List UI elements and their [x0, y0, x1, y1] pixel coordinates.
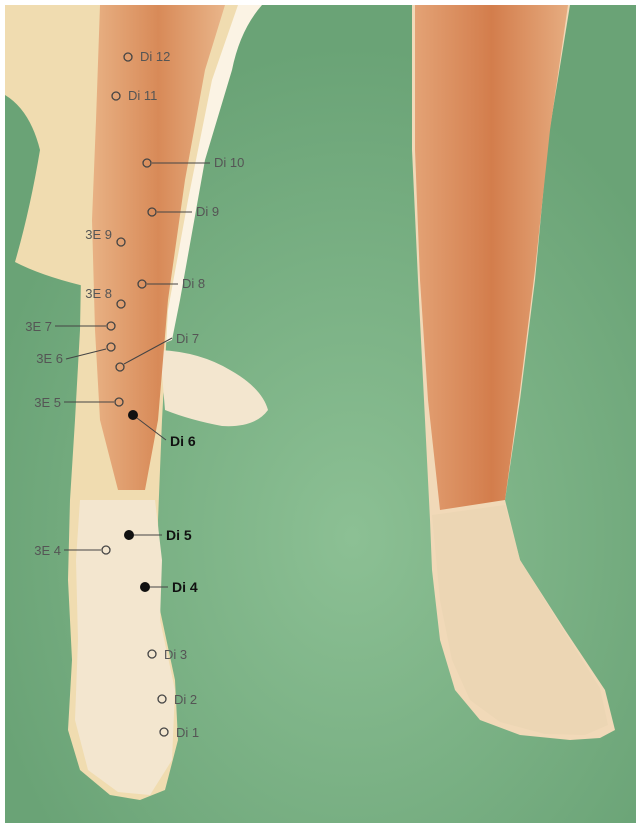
acupoint-marker-di6: [129, 411, 138, 420]
acupoint-label-di8: Di 8: [182, 276, 205, 291]
acupoint-label-3e4: 3E 4: [34, 543, 61, 558]
acupoint-label-3e5: 3E 5: [34, 395, 61, 410]
acupoint-label-di6: Di 6: [170, 433, 196, 449]
acupoint-label-di1: Di 1: [176, 725, 199, 740]
acupoint-label-di9: Di 9: [196, 204, 219, 219]
acupoint-label-3e7: 3E 7: [25, 319, 52, 334]
acupoint-label-3e9: 3E 9: [85, 227, 112, 242]
acupoint-label-di2: Di 2: [174, 692, 197, 707]
acupoint-label-3e8: 3E 8: [85, 286, 112, 301]
left-forepaw: [75, 500, 175, 795]
acupoint-label-di11: Di 11: [128, 88, 157, 103]
acupoint-label-3e6: 3E 6: [36, 351, 63, 366]
acupoint-label-di3: Di 3: [164, 647, 187, 662]
acupoint-label-di12: Di 12: [140, 49, 170, 64]
acupoint-label-di7: Di 7: [176, 331, 199, 346]
acupoint-label-di5: Di 5: [166, 527, 192, 543]
acupoint-marker-di5: [125, 531, 134, 540]
acupoint-label-di4: Di 4: [172, 579, 198, 595]
acupoint-label-di10: Di 10: [214, 155, 244, 170]
acupoint-marker-di4: [141, 583, 150, 592]
